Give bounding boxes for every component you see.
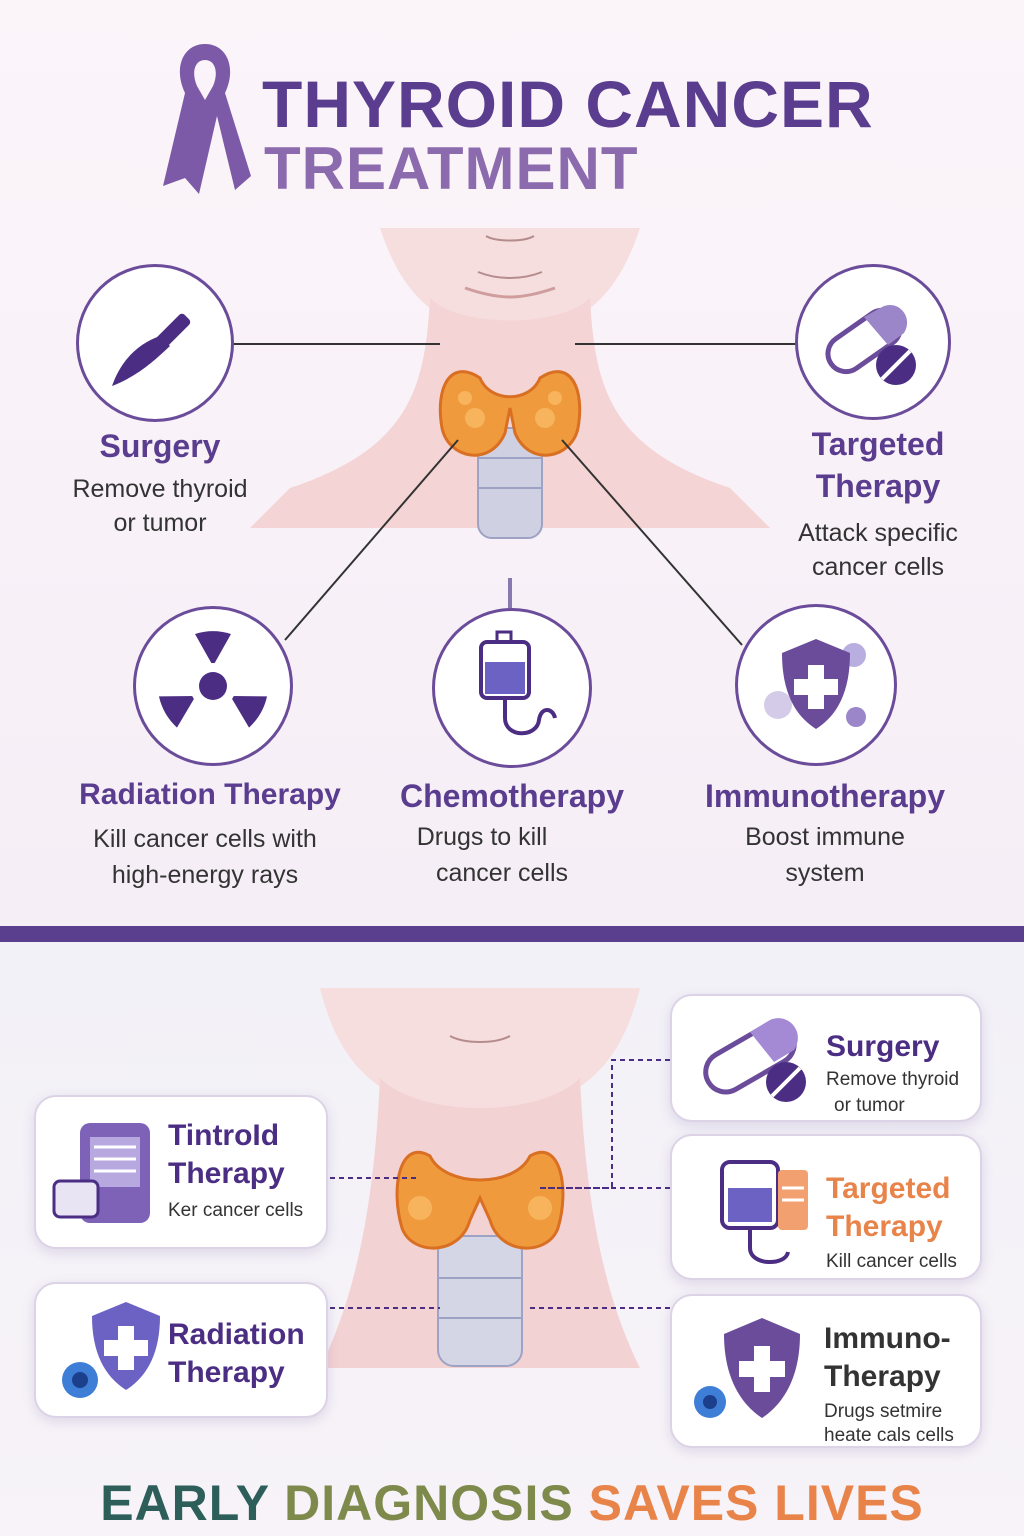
chemotherapy-desc-2: cancer cells	[436, 859, 568, 887]
immuno-card-desc-1: Drugs setmire	[824, 1401, 943, 1422]
radiation-icon	[158, 631, 268, 728]
scalpel-icon	[112, 313, 191, 386]
tintroid-heading-1: TintroId	[168, 1119, 280, 1152]
surgery-heading: Surgery	[99, 428, 221, 464]
neck-illustration-bottom	[320, 988, 640, 1368]
surgery-card-heading: Surgery	[826, 1030, 940, 1063]
chemotherapy-icon-circle	[432, 608, 592, 768]
section-divider	[0, 926, 1024, 942]
tintroid-desc: Ker cancer cells	[168, 1200, 304, 1221]
immuno-card-heading-2: Therapy	[824, 1360, 941, 1393]
surgery-card-desc-1: Remove thyroid	[826, 1069, 960, 1090]
tagline: EARLY DIAGNOSIS SAVES LIVES	[0, 1474, 1024, 1532]
chemotherapy-desc-1: Drugs to kill	[416, 823, 548, 851]
card-tintroid-therapy: TintroId Therapy Ker cancer cells	[34, 1095, 328, 1249]
machine-icon	[52, 1123, 150, 1223]
card-radiation-therapy: Radiation Therapy	[34, 1282, 328, 1418]
awareness-ribbon-icon	[163, 44, 251, 194]
pill-icon	[825, 305, 916, 385]
tagline-word-early: EARLY	[100, 1475, 270, 1531]
immuno-card-desc-2: heate cals cells	[824, 1425, 954, 1446]
immunotherapy-heading: Immunotherapy	[704, 778, 946, 814]
targeted-card-heading-2: Therapy	[826, 1210, 943, 1243]
chemotherapy-heading: Chemotherapy	[399, 778, 625, 814]
tagline-word-saves-lives: SAVES LIVES	[588, 1475, 924, 1531]
targeted-desc-2: cancer cells	[812, 553, 944, 581]
iv-bag-icon	[479, 630, 557, 736]
card-immunotherapy: Immuno- Therapy Drugs setmire heate cals…	[670, 1294, 982, 1448]
surgery-desc-2: or tumor	[113, 509, 207, 537]
immuno-card-heading-1: Immuno-	[824, 1322, 951, 1355]
immunotherapy-desc-1: Boost immune	[745, 823, 905, 851]
targeted-card-desc: Kill cancer cells	[826, 1251, 957, 1272]
shield-plus-icon	[62, 1302, 160, 1398]
shield-plus-icon	[764, 639, 866, 729]
tintroid-heading-2: Therapy	[168, 1157, 285, 1190]
radiation-heading: Radiation Therapy	[79, 778, 341, 811]
surgery-desc-1: Remove thyroid	[72, 475, 248, 503]
targeted-heading-2: Therapy	[815, 468, 941, 504]
pill-icon	[703, 1018, 806, 1102]
targeted-heading-1: Targeted	[811, 426, 945, 462]
surgery-card-desc-2: or tumor	[834, 1095, 905, 1116]
targeted-therapy-icon-circle	[795, 264, 951, 420]
radiation-card-heading-1: Radiation	[168, 1318, 305, 1351]
iv-bag-icon	[720, 1160, 808, 1265]
surgery-icon-circle	[76, 264, 234, 422]
neck-illustration	[250, 228, 770, 608]
radiation-desc-2: high-energy rays	[111, 861, 299, 889]
card-surgery: Surgery Remove thyroid or tumor	[670, 994, 982, 1122]
bottom-connectors	[330, 1059, 670, 1309]
card-targeted-therapy: Targeted Therapy Kill cancer cells	[670, 1134, 982, 1280]
radiation-card-heading-2: Therapy	[168, 1356, 285, 1389]
connector-lines	[232, 343, 796, 646]
immunotherapy-desc-2: system	[785, 859, 865, 887]
targeted-card-heading-1: Targeted	[826, 1172, 951, 1205]
immunotherapy-icon-circle	[735, 604, 897, 766]
page-title: THYROID CANCER	[262, 67, 874, 141]
tagline-word-diagnosis: DIAGNOSIS	[284, 1475, 574, 1531]
radiation-desc-1: Kill cancer cells with	[93, 825, 317, 853]
page-subtitle: TREATMENT	[264, 135, 639, 202]
radiation-icon-circle	[133, 606, 293, 766]
targeted-desc-1: Attack specific	[798, 519, 958, 547]
shield-plus-icon	[694, 1318, 800, 1418]
